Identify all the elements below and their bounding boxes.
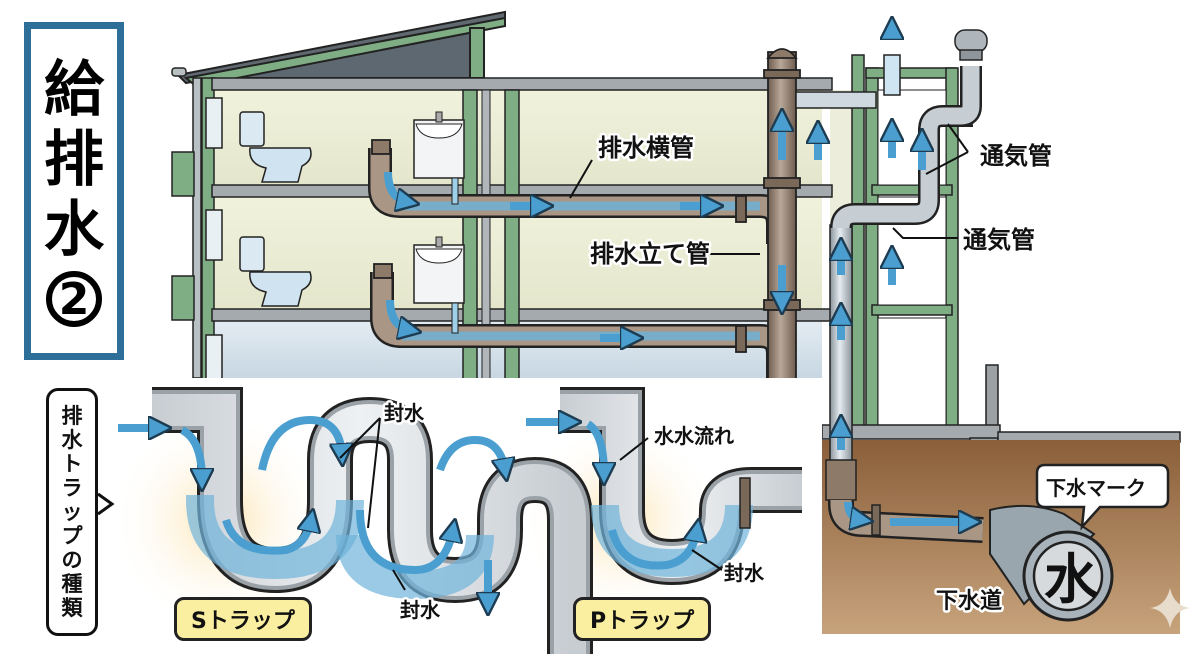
- callout-char: プ: [61, 524, 83, 548]
- flow-arrow: [844, 501, 862, 520]
- callout-char: ラ: [61, 476, 83, 500]
- label-s-trap-seal-top: 封水: [384, 401, 425, 425]
- callout-char: ト: [61, 452, 83, 476]
- title-char: 給: [44, 55, 104, 125]
- floor-1: [211, 308, 833, 322]
- s-trap-tag: Sトラップ: [174, 597, 312, 641]
- label-s-trap-seal-bottom: 封水: [400, 598, 441, 622]
- sewer-symbol: 水: [1044, 548, 1099, 611]
- callout-char: 排: [61, 404, 83, 428]
- callout-char: 種: [61, 572, 83, 596]
- flow-arrow: [386, 299, 410, 330]
- label-drain-stack: 排水立て管: [590, 240, 710, 268]
- sewer-mark-callout: 下水マーク: [1035, 463, 1170, 531]
- gutter: [171, 67, 187, 77]
- label-sewer-mark: 下水マーク: [1046, 476, 1146, 500]
- sink-lower: [413, 236, 465, 304]
- callout-char: の: [61, 548, 83, 572]
- balcony: [171, 151, 195, 197]
- toilet-lower: [239, 236, 312, 307]
- downspout: [192, 77, 202, 379]
- toilet-upper: [239, 111, 312, 183]
- callout-pointer: [97, 492, 115, 516]
- trap-types-callout: 排 水 ト ラ ッ プ の 種 類: [46, 388, 98, 636]
- label-p-trap-seal: 封水: [724, 561, 765, 585]
- sewer-mark: [989, 504, 1114, 622]
- sink-upper: [413, 111, 465, 179]
- s-trap-diagram: [118, 387, 593, 654]
- p-trap-tag: Pトラップ: [573, 597, 712, 641]
- callout-char: 水: [61, 428, 83, 452]
- title-char: 排: [44, 125, 104, 195]
- balcony: [171, 275, 195, 321]
- ceiling: [211, 77, 833, 91]
- callout-char: ッ: [61, 500, 83, 524]
- label-vent-pipe-lower: 通気管: [963, 226, 1035, 254]
- window: [205, 209, 223, 261]
- sparkle-icon: [1150, 588, 1190, 628]
- label-vent-pipe-upper: 通気管: [980, 142, 1052, 170]
- label-p-trap-flow: 水水流れ: [654, 424, 734, 448]
- title-box: 給 排 水 2: [24, 22, 124, 360]
- window: [205, 334, 223, 381]
- title-char: 水: [44, 195, 104, 265]
- leader-lines: [339, 123, 969, 591]
- label-horizontal-drain: 排水横管: [598, 134, 694, 162]
- label-sewer: 下水道: [936, 588, 1002, 614]
- title-number-circle: 2: [46, 271, 102, 327]
- flow-arrow: [384, 171, 408, 202]
- callout-char: 類: [61, 596, 83, 620]
- window: [205, 97, 223, 149]
